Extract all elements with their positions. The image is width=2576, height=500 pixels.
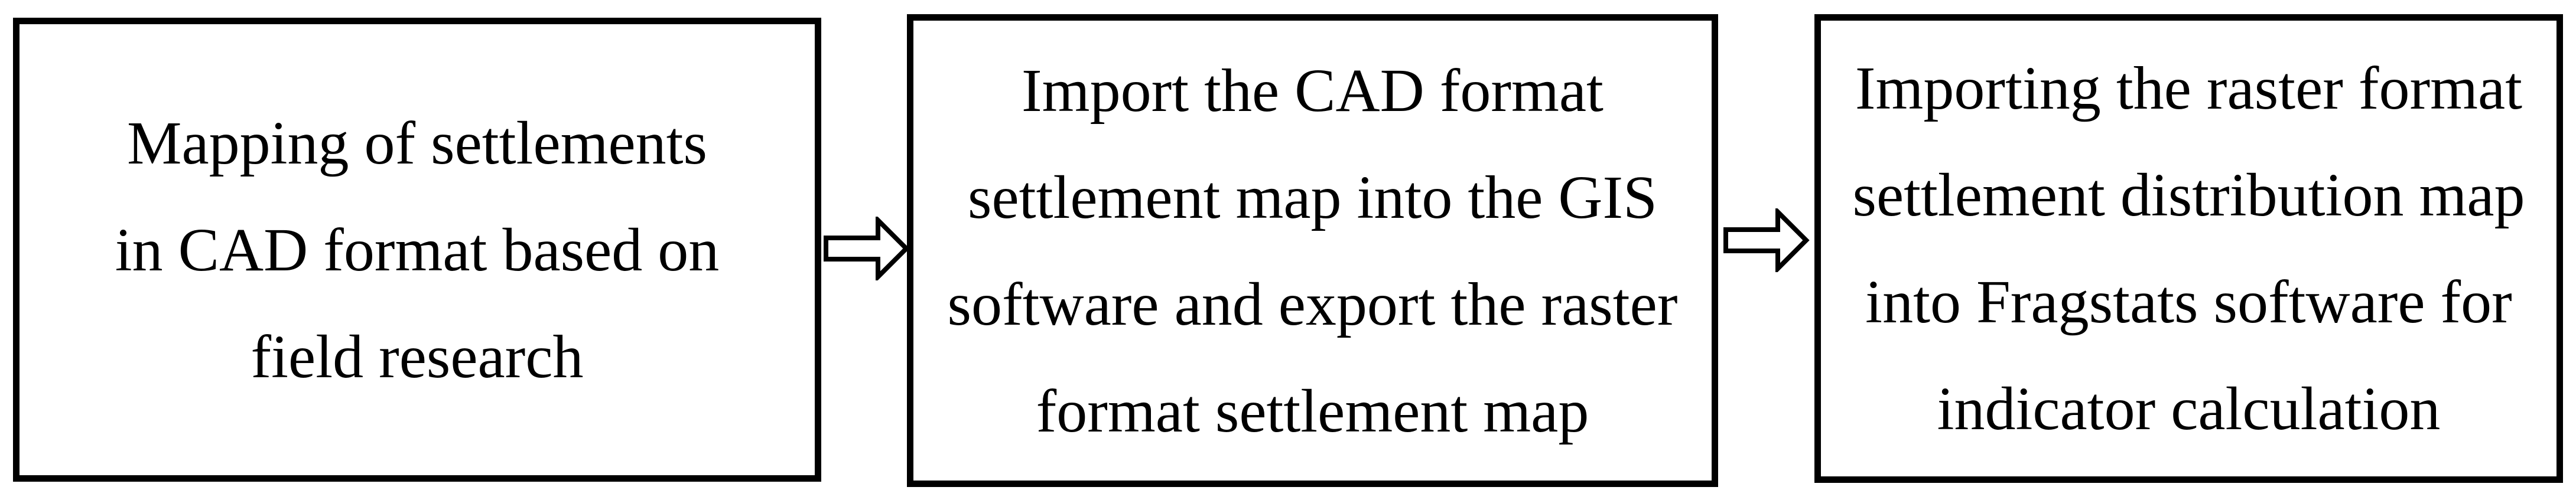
- flow-step-3-line-3: into Fragstats software for: [1865, 268, 2512, 336]
- hollow-right-arrow-icon: [1723, 208, 1810, 272]
- flow-step-3-line-2: settlement distribution map: [1852, 161, 2525, 229]
- flow-step-3: Importing the raster format settlement d…: [1814, 14, 2563, 483]
- flow-step-3-line-1: Importing the raster format: [1855, 54, 2523, 122]
- flow-step-1-line-1: Mapping of settlements: [126, 109, 708, 177]
- flow-arrow-2-shape: [1723, 208, 1810, 272]
- flow-step-2-line-1: Import the CAD format: [1022, 56, 1604, 125]
- flow-arrow-1-shape: [824, 217, 910, 280]
- flow-step-2-line-4: format settlement map: [1036, 377, 1589, 445]
- flow-step-1-line-3: field research: [251, 322, 584, 391]
- flow-step-1-line-2: in CAD format based on: [115, 215, 720, 284]
- flow-step-3-line-4: indicator calculation: [1937, 375, 2441, 443]
- flow-step-2: Import the CAD format settlement map int…: [907, 14, 1718, 487]
- flow-step-1: Mapping of settlements in CAD format bas…: [13, 18, 821, 482]
- flow-step-2-line-3: software and export the raster: [947, 270, 1678, 338]
- flow-step-2-line-2: settlement map into the GIS: [968, 163, 1657, 231]
- hollow-right-arrow-icon: [824, 217, 910, 280]
